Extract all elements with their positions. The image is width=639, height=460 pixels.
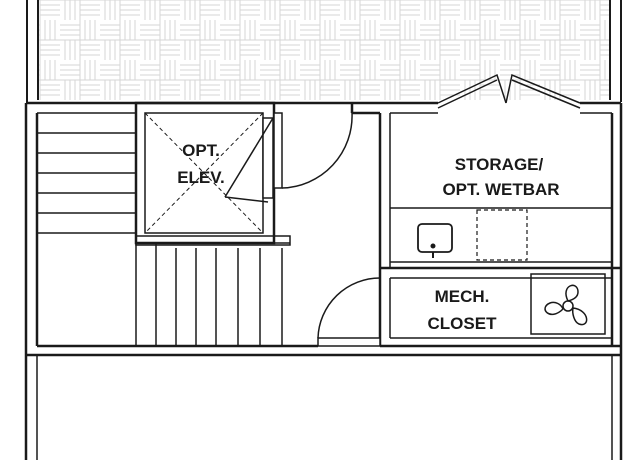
fan-icon xyxy=(530,273,606,335)
storage-walls xyxy=(378,112,621,346)
undercounter-appliance xyxy=(476,209,528,261)
mech-label-2: CLOSET xyxy=(428,314,498,333)
storage-label-2: OPT. WETBAR xyxy=(442,180,559,199)
mech-door xyxy=(317,277,381,347)
stair xyxy=(37,112,291,346)
elevator-label-1: OPT. xyxy=(182,141,220,160)
storage-label-1: STORAGE/ xyxy=(455,155,544,174)
mech-closet-walls xyxy=(380,277,621,348)
hall-door xyxy=(273,103,354,189)
elevator-label-2: ELEV. xyxy=(177,168,225,187)
deck-floor xyxy=(38,0,610,100)
sink-icon xyxy=(417,223,453,258)
exterior-walls xyxy=(24,101,623,460)
bottom-room-walls xyxy=(26,344,621,460)
deck-walls xyxy=(26,0,622,102)
mech-label-1: MECH. xyxy=(435,287,490,306)
wetbar-doors xyxy=(437,73,581,109)
